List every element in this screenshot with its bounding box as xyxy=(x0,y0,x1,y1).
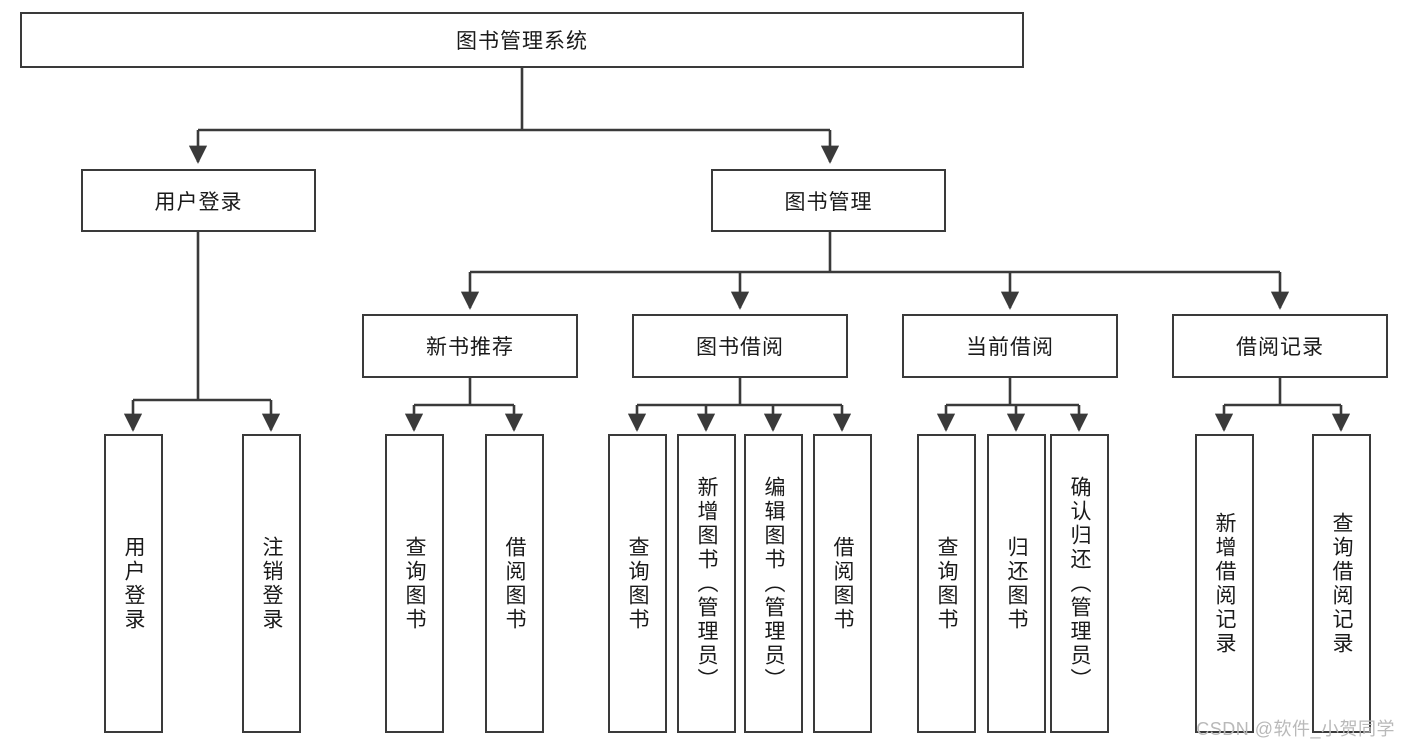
leaf-query-book-borrow[interactable]: 查询图书 xyxy=(608,434,667,733)
node-current-borrow[interactable]: 当前借阅 xyxy=(902,314,1118,378)
watermark: CSDN @软件_小贺同学 xyxy=(1196,719,1395,739)
leaf-user-login[interactable]: 用户登录 xyxy=(104,434,163,733)
leaf-logout[interactable]: 注销登录 xyxy=(242,434,301,733)
leaf-query-book-current[interactable]: 查询图书 xyxy=(917,434,976,733)
leaf-borrow-book[interactable]: 借阅图书 xyxy=(813,434,872,733)
leaf-edit-book-admin[interactable]: 编辑图书（管理员） xyxy=(744,434,803,733)
leaf-add-book-admin[interactable]: 新增图书（管理员） xyxy=(677,434,736,733)
leaf-borrow-book-recommend[interactable]: 借阅图书 xyxy=(485,434,544,733)
node-book-management[interactable]: 图书管理 xyxy=(711,169,946,232)
node-new-book-recommend[interactable]: 新书推荐 xyxy=(362,314,578,378)
node-user-login[interactable]: 用户登录 xyxy=(81,169,316,232)
node-borrow-record[interactable]: 借阅记录 xyxy=(1172,314,1388,378)
leaf-confirm-return-admin[interactable]: 确认归还（管理员） xyxy=(1050,434,1109,733)
leaf-query-book-recommend[interactable]: 查询图书 xyxy=(385,434,444,733)
leaf-return-book[interactable]: 归还图书 xyxy=(987,434,1046,733)
leaf-add-borrow-record[interactable]: 新增借阅记录 xyxy=(1195,434,1254,733)
node-book-borrow[interactable]: 图书借阅 xyxy=(632,314,848,378)
leaf-query-borrow-record[interactable]: 查询借阅记录 xyxy=(1312,434,1371,733)
node-root[interactable]: 图书管理系统 xyxy=(20,12,1024,68)
